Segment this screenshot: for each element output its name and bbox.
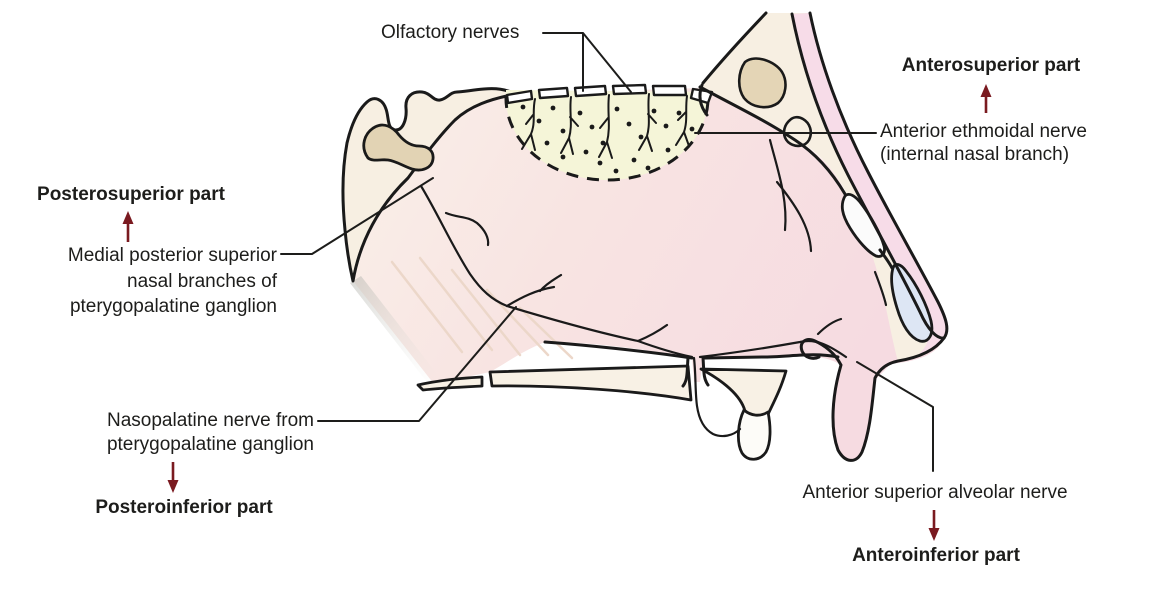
olfactory-leader <box>542 32 632 93</box>
cribriform-plate <box>505 83 714 105</box>
nasal-skin-band <box>792 13 947 357</box>
anterior-ethmoidal-twigs <box>768 138 813 253</box>
septum-cut-edge <box>350 276 441 386</box>
anteroinferior-part-label: Anteroinferior part <box>852 545 1020 566</box>
posterosuperior-part-label: Posterosuperior part <box>37 184 225 205</box>
olfactory-region <box>504 90 710 182</box>
olfactory-nerves-label: Olfactory nerves <box>381 22 520 43</box>
posteroinferior-part-label: Posteroinferior part <box>95 497 273 518</box>
incisor-tooth <box>737 408 772 461</box>
frontal-sinus <box>737 57 787 109</box>
septum-mucosa <box>353 88 940 461</box>
anterosuperior-part-label: Anterosuperior part <box>901 55 1081 76</box>
nasopalatine-line1: Nasopalatine nerve from <box>107 410 314 431</box>
incisive-canal-wall-right <box>701 356 710 387</box>
medial-posterior-line2: nasal branches of <box>127 270 277 292</box>
medial-posterior-line1: Medial posterior superior <box>67 245 277 266</box>
anterior-ethmoidal-line2: (internal nasal branch) <box>880 144 1070 165</box>
cartilage-slivers <box>840 193 934 343</box>
tip-and-columella <box>799 336 946 462</box>
incisive-canal-wall-left <box>681 356 690 388</box>
nerve-branches <box>419 138 888 438</box>
medial-posterior-superior-label: Medial posterior superior nasal branches… <box>18 243 277 320</box>
floor-branch <box>698 317 848 359</box>
dorsum-inner-line <box>698 85 847 196</box>
nasopalatine-trunk <box>505 304 694 359</box>
olfactory-nerve-fibers <box>521 93 690 159</box>
posterior-bone <box>341 87 518 283</box>
posterior-superior-trunk <box>419 184 509 308</box>
nasal-floor <box>543 340 694 360</box>
anterior-ethmoidal-line1: Anterior ethmoidal nerve <box>880 121 1087 142</box>
frontal-edge <box>701 11 768 85</box>
nasopalatine-descent <box>692 356 742 438</box>
anterior-ethmoidal-label: Anterior ethmoidal nerve (internal nasal… <box>880 120 1087 166</box>
floor-line <box>703 353 840 360</box>
dorsum-inner-line2 <box>878 248 894 270</box>
nasopalatine-label: Nasopalatine nerve from pterygopalatine … <box>70 409 314 457</box>
arrow-up-posterosuperior-icon <box>122 211 134 242</box>
posterior-superior-twig <box>444 211 490 247</box>
olfactory-dots <box>520 104 695 174</box>
arrow-down-anteroinferior-icon <box>928 510 940 541</box>
anterior-superior-alveolar-label: Anterior superior alveolar nerve <box>802 482 1068 503</box>
leader-lines <box>280 32 934 472</box>
medial-posterior-line3: pterygopalatine ganglion <box>69 296 277 317</box>
alveolar-leader <box>856 361 934 472</box>
dorsum-mid-line <box>790 12 946 340</box>
part-arrows <box>122 84 992 541</box>
arrow-down-posteroinferior-icon <box>167 462 179 493</box>
palate <box>416 364 788 461</box>
dorsum-outer-line <box>808 11 949 340</box>
tip-twig <box>873 270 888 307</box>
palate-wedge <box>488 364 693 402</box>
outline-strokes <box>543 11 949 462</box>
arrow-up-anterosuperior-icon <box>980 84 992 113</box>
lower-sliver <box>890 263 934 343</box>
nasopalatine-line2: pterygopalatine ganglion <box>106 434 314 455</box>
sphenoid-sinus <box>362 123 435 172</box>
nasopalatine-leader <box>317 306 517 422</box>
upper-branch <box>505 273 563 308</box>
medial-posterior-leader <box>280 177 434 255</box>
olfactory-area-fill <box>505 90 708 181</box>
